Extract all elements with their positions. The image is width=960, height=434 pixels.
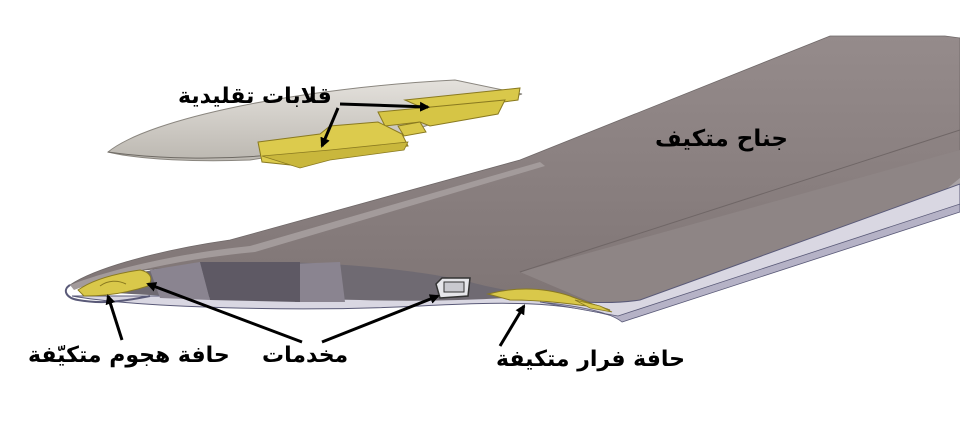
wing-trailing-skin xyxy=(539,203,960,323)
arrow-leading-edge xyxy=(105,294,124,341)
label-conventional-flaps: قلابات تقليدية xyxy=(178,84,332,109)
conventional-flap-small xyxy=(397,121,427,137)
wing-trailing-band xyxy=(520,150,960,306)
wing-leading-strip xyxy=(70,162,545,290)
actuator-box xyxy=(435,277,471,299)
arrow-trailing-edge xyxy=(498,304,526,347)
label-adaptive-leading-edge: حافة هجوم متكيّفة xyxy=(28,343,230,368)
arrow-actuators-right xyxy=(321,294,440,344)
arrow-actuators-left xyxy=(146,282,303,344)
label-actuators: مخدمات xyxy=(262,343,349,368)
leading-edge-skin xyxy=(64,284,151,304)
label-adaptive-trailing-edge: حافة فرار متكيفة xyxy=(496,347,686,372)
leading-edge-inner xyxy=(99,280,127,287)
wing-spar-3 xyxy=(200,262,300,302)
wing-underside xyxy=(71,183,960,319)
arrow-flaps-to-outer xyxy=(339,101,430,112)
arrow-flaps-to-inner xyxy=(320,107,340,148)
adaptive-trailing-edge-tip xyxy=(574,299,613,313)
label-adaptive-wing: جناح متكيف xyxy=(655,126,788,152)
conventional-flap-inner-lower xyxy=(261,141,409,169)
wing-panel-line xyxy=(519,129,960,273)
wing-spar-2 xyxy=(290,262,345,302)
conventional-wing xyxy=(106,79,523,169)
adaptive-wing xyxy=(64,35,960,323)
pointer-arrows xyxy=(105,101,526,347)
